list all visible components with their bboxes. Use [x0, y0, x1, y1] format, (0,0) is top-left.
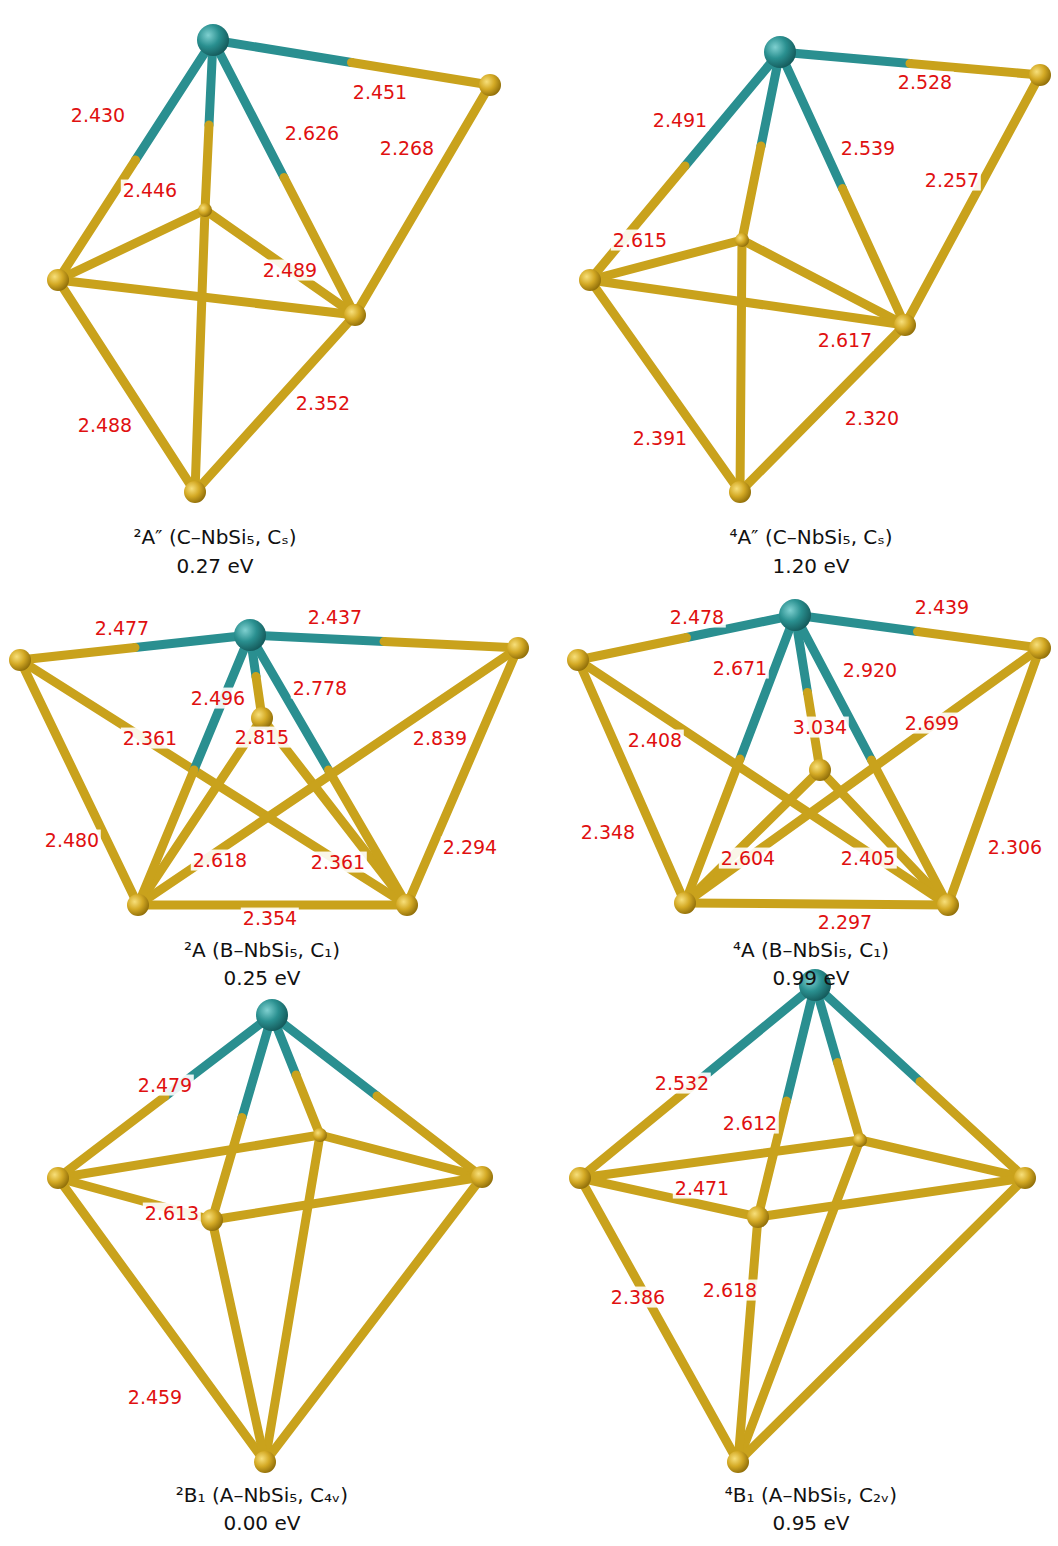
bond-length: 2.778 [291, 678, 349, 699]
bond-length: 2.617 [816, 330, 874, 351]
structure-caption: 1.20 eV [773, 554, 850, 578]
structure-caption: 0.99 eV [773, 966, 850, 990]
bond-length: 2.348 [579, 822, 637, 843]
bond-length: 2.361 [309, 852, 367, 873]
bond-length: 2.626 [283, 123, 341, 144]
structure-caption: ⁴A″ (C–NbSi₅, Cₛ) [729, 525, 892, 549]
bond-length: 2.405 [839, 848, 897, 869]
bond-length: 2.618 [701, 1280, 759, 1301]
bond-length: 2.479 [136, 1075, 194, 1096]
bond-length: 2.320 [843, 408, 901, 429]
bond-length: 2.477 [93, 618, 151, 639]
bond-length: 2.496 [189, 688, 247, 709]
cluster-c-doublet [47, 24, 501, 503]
bond-length: 2.480 [43, 830, 101, 851]
bond-length: 2.386 [609, 1287, 667, 1308]
bond-length: 2.361 [121, 728, 179, 749]
bond-length: 2.489 [261, 260, 319, 281]
bond-length: 2.612 [721, 1113, 779, 1134]
structure-caption: 0.00 eV [224, 1511, 301, 1535]
bond-length: 3.034 [791, 717, 849, 738]
bond-length: 2.257 [923, 170, 981, 191]
bond-length: 2.671 [711, 658, 769, 679]
bond-length: 2.471 [673, 1178, 731, 1199]
cluster-c-quartet [579, 36, 1051, 503]
structure-caption: ²A″ (C–NbSi₅, Cₛ) [133, 525, 296, 549]
bond-length: 2.439 [913, 597, 971, 618]
bond-length: 2.920 [841, 660, 899, 681]
bond-length: 2.478 [668, 607, 726, 628]
bond-length: 2.488 [76, 415, 134, 436]
bond-length: 2.437 [306, 607, 364, 628]
cluster-b-quartet [567, 599, 1051, 916]
bond-length: 2.618 [191, 850, 249, 871]
structure-caption: 0.25 eV [224, 966, 301, 990]
structure-caption: 0.27 eV [177, 554, 254, 578]
bond-length: 2.306 [986, 837, 1044, 858]
bond-length: 2.532 [653, 1073, 711, 1094]
bond-length: 2.391 [631, 428, 689, 449]
bond-length: 2.268 [378, 138, 436, 159]
bond-length: 2.528 [896, 72, 954, 93]
bond-length: 2.297 [816, 912, 874, 933]
structure-caption: ⁴A (B–NbSi₅, C₁) [733, 938, 889, 962]
bond-length: 2.459 [126, 1387, 184, 1408]
bond-length: 2.446 [121, 180, 179, 201]
bond-length: 2.451 [351, 82, 409, 103]
bond-length: 2.430 [69, 105, 127, 126]
bond-length: 2.408 [626, 730, 684, 751]
bond-length: 2.294 [441, 837, 499, 858]
cluster-a-quartet [569, 969, 1036, 1473]
structure-caption: ²A (B–NbSi₅, C₁) [184, 938, 340, 962]
bond-length: 2.839 [411, 728, 469, 749]
cluster-a-doublet [47, 999, 493, 1473]
bond-length: 2.491 [651, 110, 709, 131]
bond-length: 2.699 [903, 713, 961, 734]
bond-length: 2.604 [719, 848, 777, 869]
bond-length: 2.354 [241, 908, 299, 929]
bond-length: 2.615 [611, 230, 669, 251]
bond-length: 2.352 [294, 393, 352, 414]
structure-caption: ⁴B₁ (A–NbSi₅, C₂ᵥ) [725, 1483, 897, 1507]
bond-length: 2.613 [143, 1203, 201, 1224]
bond-length: 2.815 [233, 727, 291, 748]
structure-caption: ²B₁ (A–NbSi₅, C₄ᵥ) [176, 1483, 348, 1507]
structure-caption: 0.95 eV [773, 1511, 850, 1535]
cluster-b-doublet [9, 619, 529, 916]
bond-length: 2.539 [839, 138, 897, 159]
